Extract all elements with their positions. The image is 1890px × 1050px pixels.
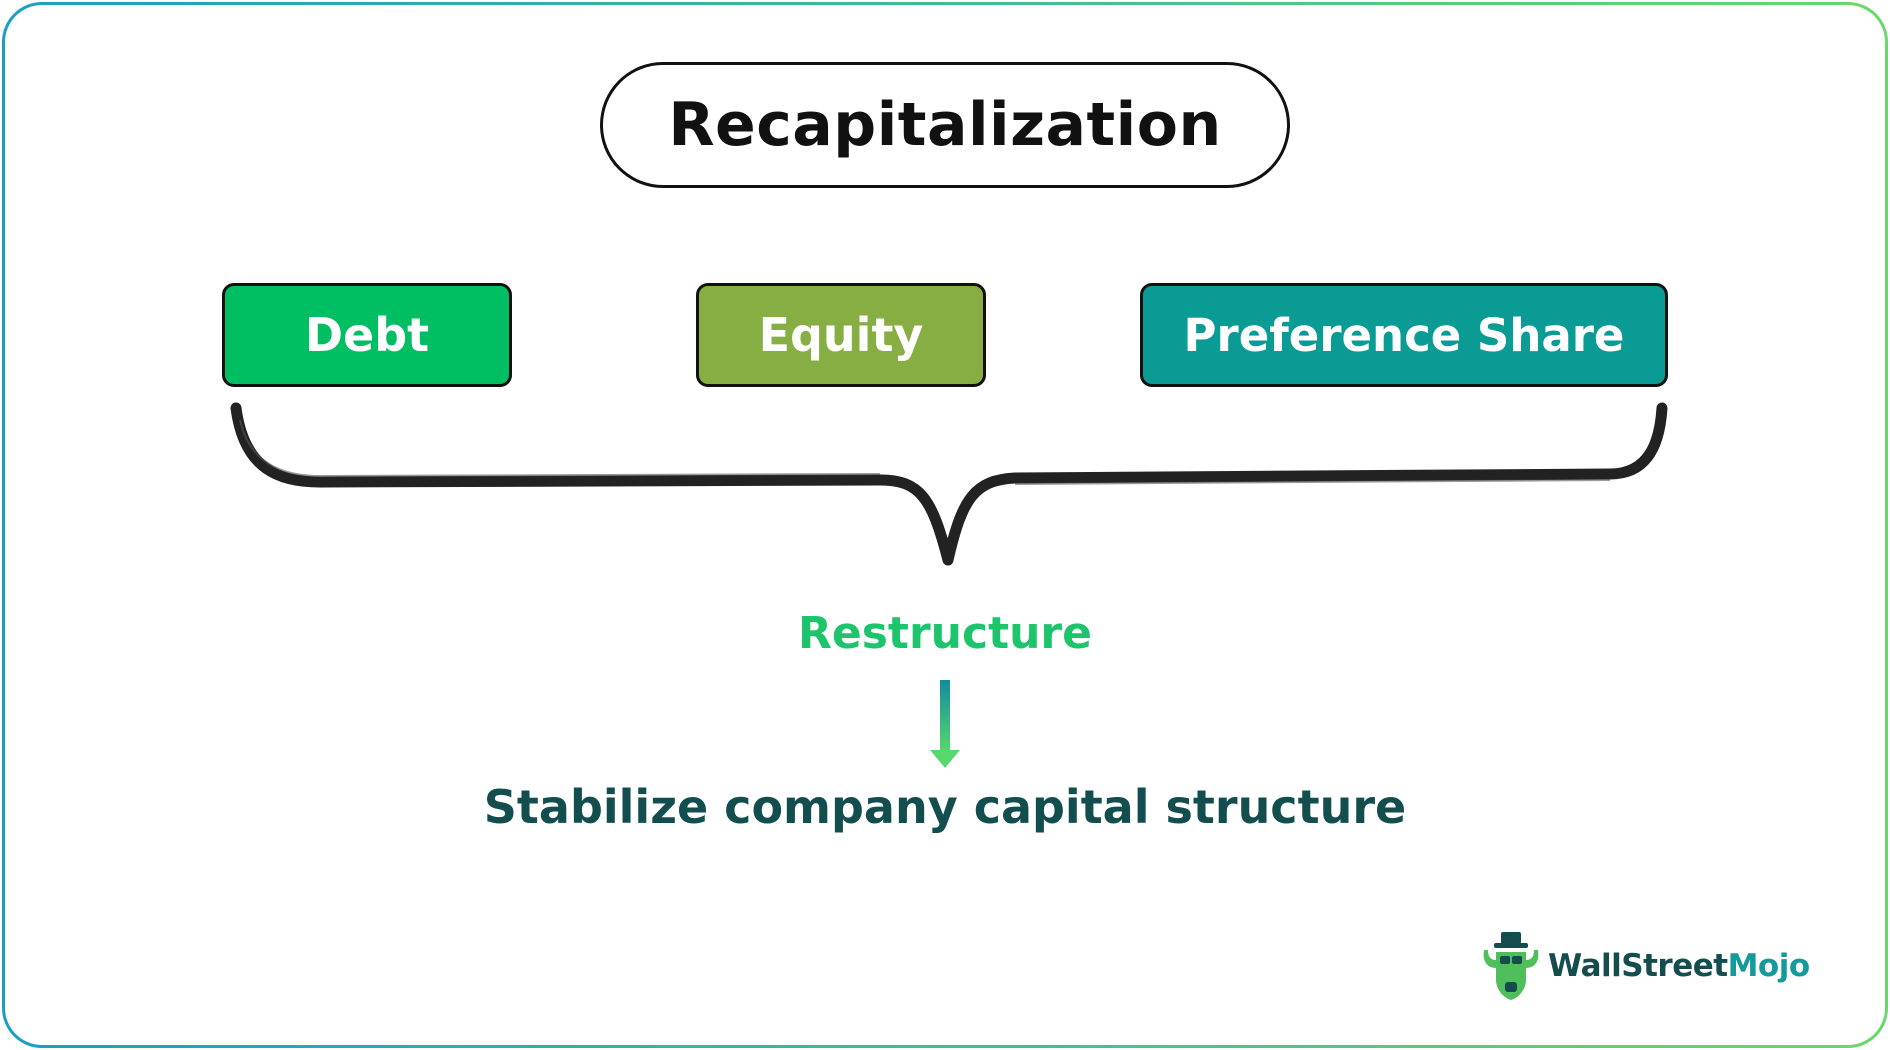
debt-box: Debt (222, 283, 512, 387)
brand-logo: WallStreetMojo (1480, 930, 1810, 1002)
bull-logo-icon (1483, 932, 1539, 1000)
preference-share-box: Preference Share (1140, 283, 1668, 387)
brand-part-2: Mojo (1727, 948, 1811, 984)
down-arrow-icon (930, 680, 960, 768)
brand-wordmark: WallStreetMojo (1548, 948, 1810, 984)
restructure-label: Restructure (798, 608, 1092, 659)
diagram-title: Recapitalization (600, 62, 1290, 188)
brand-part-1: WallStreet (1548, 948, 1728, 984)
equity-box: Equity (696, 283, 986, 387)
result-label: Stabilize company capital structure (483, 780, 1407, 834)
